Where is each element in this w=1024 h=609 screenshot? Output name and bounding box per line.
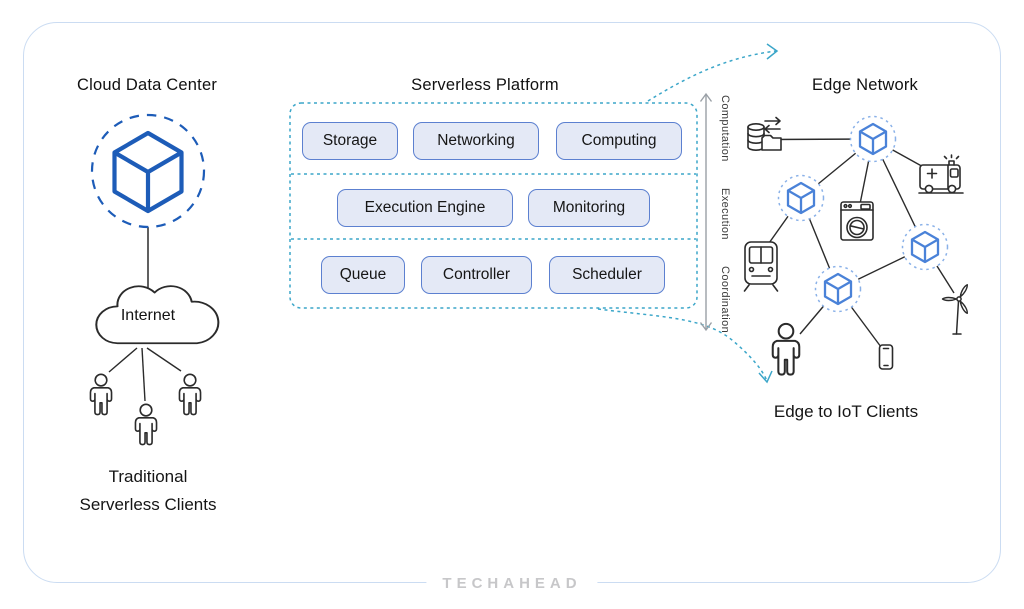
cube-node-icon	[814, 265, 862, 313]
cube-node-icon	[777, 174, 825, 222]
component-execution-engine: Execution Engine	[337, 189, 513, 227]
component-scheduler: Scheduler	[549, 256, 665, 294]
internet-cloud-shape	[95, 285, 220, 345]
washing-machine-icon	[840, 201, 874, 241]
person-icon	[771, 322, 801, 376]
layers-scope-arrow	[699, 92, 713, 332]
layer-labels: Computation Execution Coordination	[714, 95, 736, 333]
component-queue: Queue	[321, 256, 405, 294]
layer-label-coordination: Coordination	[719, 265, 731, 333]
component-networking: Networking	[413, 122, 539, 160]
train-icon	[743, 241, 779, 292]
cloud-node-ring	[90, 113, 206, 229]
traditional-clients-line1: Traditional	[108, 467, 188, 486]
ambulance-icon	[918, 154, 964, 194]
cube-node-icon	[849, 115, 897, 163]
component-monitoring: Monitoring	[528, 189, 650, 227]
layer-label-execution: Execution	[719, 187, 731, 240]
component-storage: Storage	[302, 122, 398, 160]
edge-section-title: Edge Network	[811, 76, 919, 94]
wind-turbine-icon	[941, 283, 970, 335]
cube-node-icon	[901, 223, 949, 271]
internet-label: Internet	[120, 307, 176, 324]
cloud-section-title: Cloud Data Center	[76, 76, 218, 94]
platform-section-title: Serverless Platform	[411, 76, 559, 94]
smartphone-icon	[878, 344, 894, 370]
techahead-logo: TECHAHEAD	[426, 575, 598, 592]
traditional-clients-line2: Serverless Clients	[79, 495, 217, 514]
layer-label-computation: Computation	[719, 95, 731, 162]
edge-clients-caption: Edge to IoT Clients	[773, 402, 919, 421]
expansion-curve-bottom	[597, 308, 773, 384]
component-controller: Controller	[421, 256, 532, 294]
cloud-cube-icon	[112, 130, 184, 214]
platform-dashed-container	[289, 102, 698, 309]
database-icon	[747, 116, 782, 151]
internet-fan-lines	[108, 347, 182, 402]
component-computing: Computing	[556, 122, 682, 160]
client-person-icons	[89, 373, 202, 446]
expansion-curve-top	[647, 43, 779, 102]
traditional-clients-caption: Traditional Serverless Clients	[38, 463, 258, 519]
